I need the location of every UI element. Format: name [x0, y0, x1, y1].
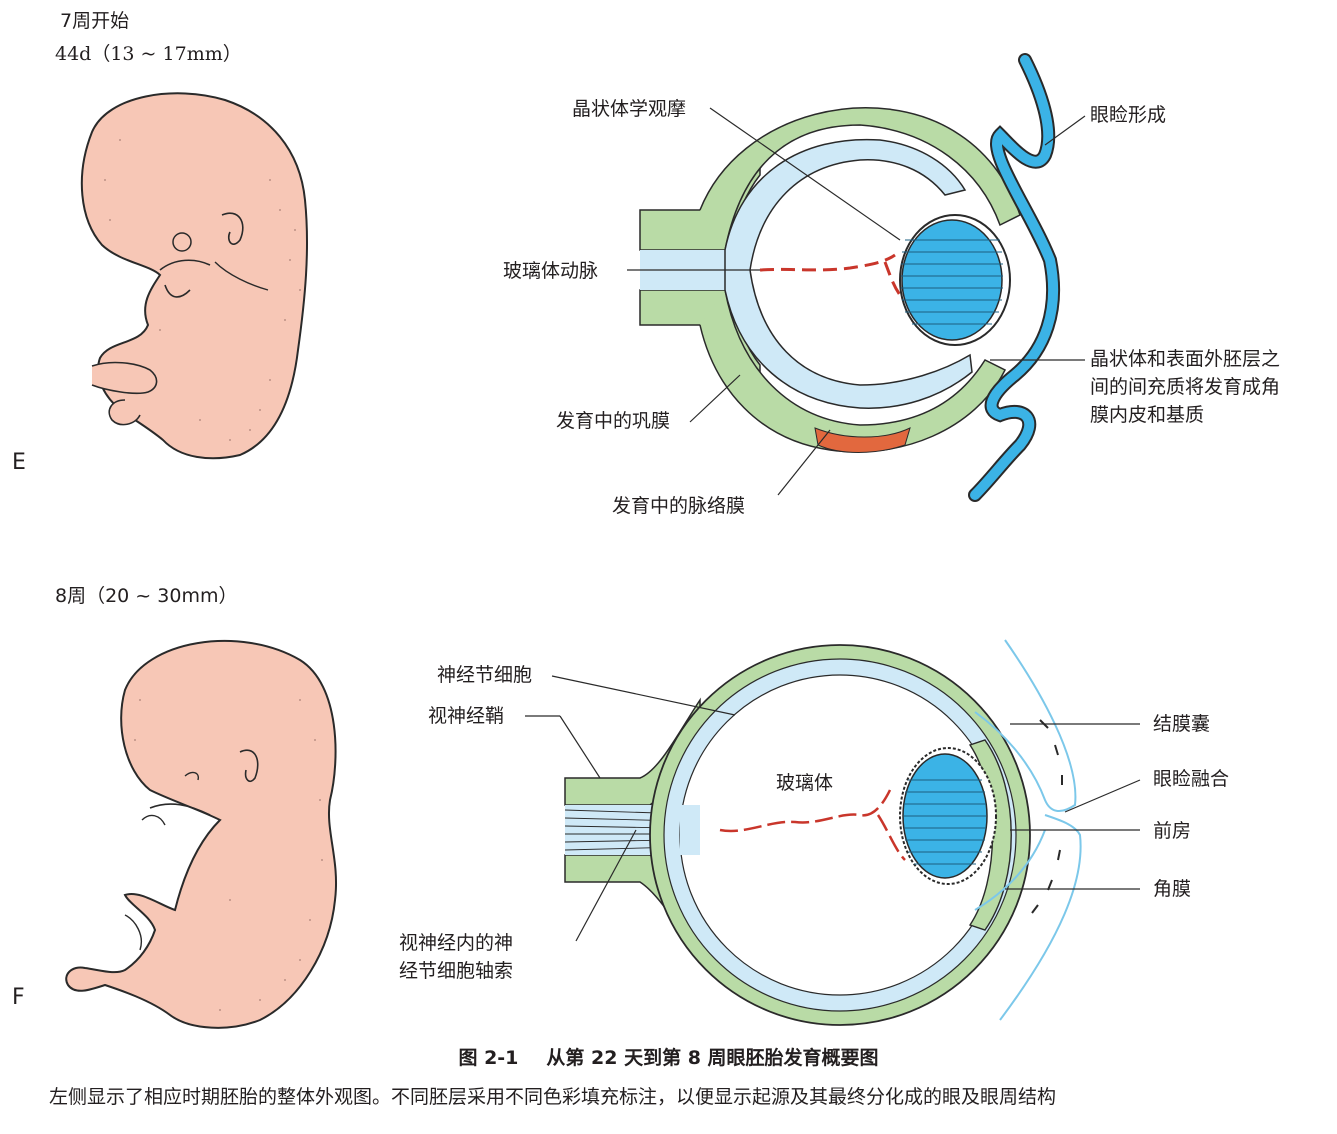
label-optic-nerve-sheath: 视神经鞘 [428, 705, 505, 727]
label-axons-line2: 经节细胞轴索 [399, 960, 514, 982]
figure-caption-title: 图 2-1 从第 22 天到第 8 周眼胚胎发育概要图 [0, 1043, 1337, 1070]
label-anterior-chamber: 前房 [1153, 820, 1192, 842]
label-developing-choroid: 发育中的脉络膜 [612, 495, 746, 517]
label-mesenchyme-line3: 膜内皮和基质 [1090, 404, 1205, 426]
label-hyaloid-artery: 玻璃体动脉 [503, 260, 599, 282]
label-lens-fibers: 晶状体学观摩 [572, 98, 687, 120]
label-conjunctival-sac: 结膜囊 [1153, 713, 1211, 735]
label-cornea: 角膜 [1153, 878, 1192, 900]
figure-caption-body: 左侧显示了相应时期胚胎的整体外观图。不同胚层采用不同色彩填充标注，以便显示起源及… [49, 1086, 1057, 1108]
panel-f-stage: 8周（20 ~ 30mm） [55, 585, 238, 607]
panel-e-letter: E [12, 450, 26, 475]
label-developing-sclera: 发育中的巩膜 [556, 410, 671, 432]
panel-f-letter: F [12, 985, 25, 1010]
figure-title: 从第 22 天到第 8 周眼胚胎发育概要图 [546, 1047, 879, 1069]
panel-e-stage-size: 44d（13 ~ 17mm） [55, 43, 242, 65]
label-vitreous: 玻璃体 [776, 772, 834, 794]
label-axons-line1: 视神经内的神 [399, 932, 514, 954]
label-mesenchyme-line2: 间的间充质将发育成角 [1090, 376, 1281, 398]
label-ganglion-cells: 神经节细胞 [437, 664, 533, 686]
label-eyelid-fusion: 眼睑融合 [1153, 768, 1230, 790]
panel-e-stage-week: 7周开始 [60, 10, 130, 32]
figure-number: 图 2-1 [458, 1047, 519, 1069]
label-mesenchyme-line1: 晶状体和表面外胚层之 [1090, 348, 1281, 370]
label-eyelid-forming: 眼睑形成 [1090, 104, 1167, 126]
